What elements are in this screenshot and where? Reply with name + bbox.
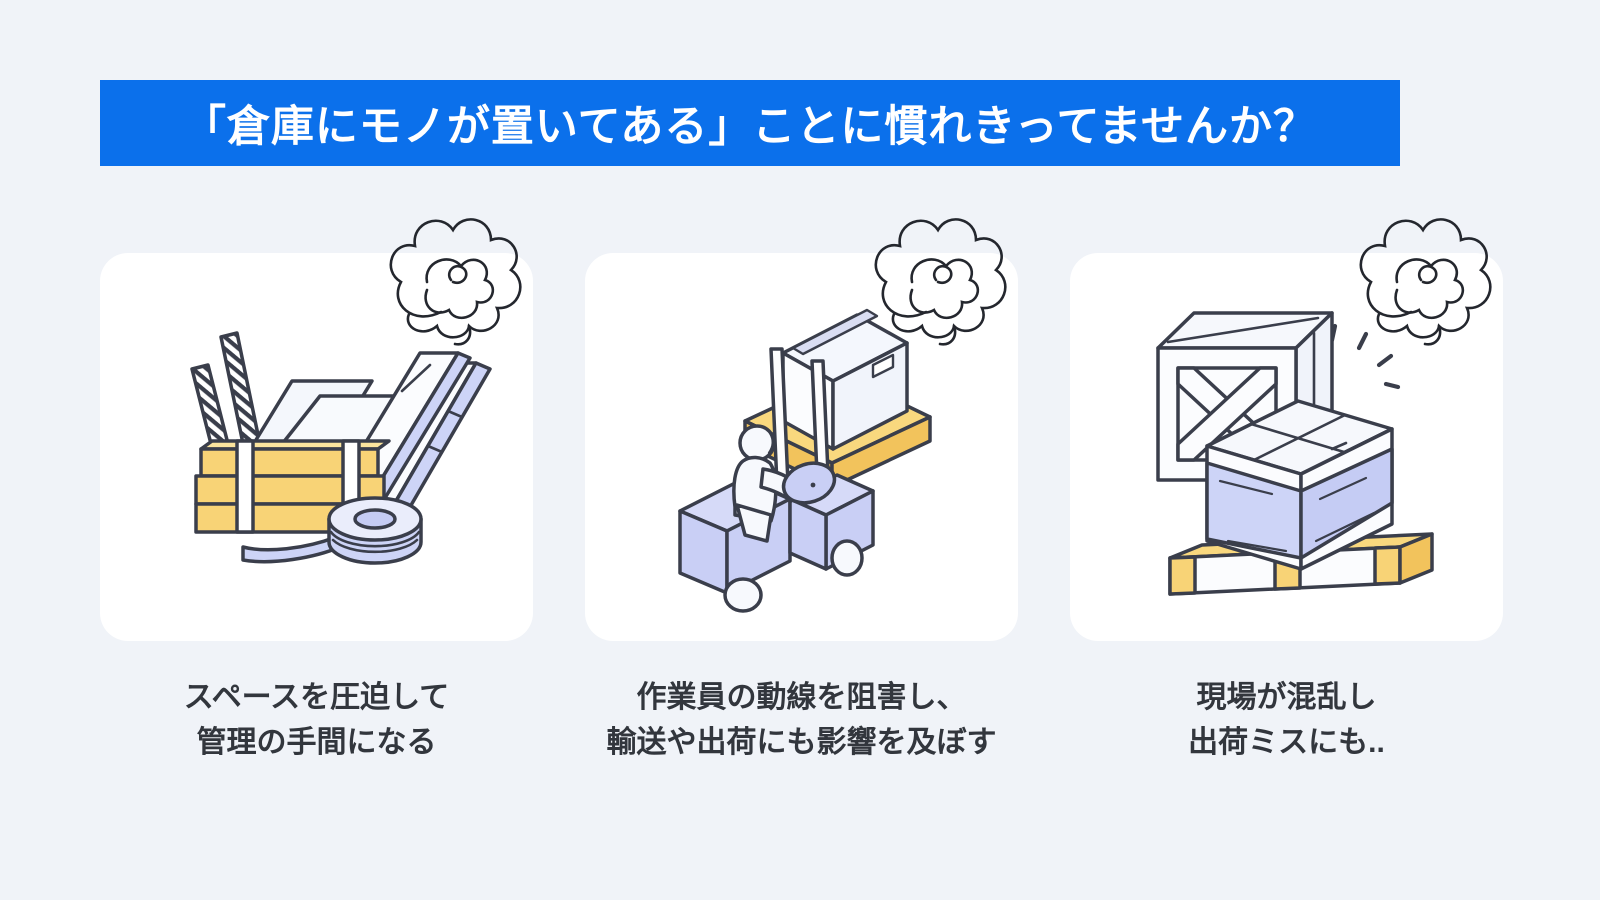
caption-line: 作業員の動線を阻害し、 [636,681,967,714]
wrapped-box-stack [1205,399,1394,571]
scribble-icon [389,218,522,346]
headline-banner: 「倉庫にモノが置いてある」ことに慣れきってませんか？ [100,80,1400,166]
crates-illustration [1156,311,1434,596]
headline-text: 「倉庫にモノが置いてある」ことに慣れきってませんか？ [182,103,1318,151]
scribble-icon [874,218,1007,346]
caption-line: 出荷ミスにも.. [1188,726,1385,759]
wheel [830,539,864,577]
box-label [871,353,895,379]
caption-line: 現場が混乱し [1196,681,1377,714]
problem-cards: スペースを圧迫して 管理の手間になる [100,218,1503,765]
illustration-card-forklift [585,218,1018,641]
illustration-card-lumber [100,218,533,641]
scribble-icon [1359,218,1492,346]
caption-line: スペースを圧迫して [183,681,450,714]
card-caption-space: スペースを圧迫して 管理の手間になる [184,675,450,765]
problem-item-space: スペースを圧迫して 管理の手間になる [100,218,533,765]
wheel [723,577,763,613]
bundle-strap [235,439,255,534]
tape-strip [241,535,342,564]
forklift-illustration [678,308,932,613]
tape-roll-hole [353,508,397,530]
card-caption-confusion: 現場が混乱し 出荷ミスにも.. [1188,675,1385,765]
steering-wheel [781,461,837,505]
driver-head [738,424,776,462]
lumber-stack-illustration [190,331,492,565]
caption-line: 管理の手間になる [196,726,437,759]
problem-item-confusion: 現場が混乱し 出荷ミスにも.. [1070,218,1503,765]
problem-item-flow: 作業員の動線を阻害し、 輸送や出荷にも影響を及ぼす [585,218,1018,765]
card-caption-flow: 作業員の動線を阻害し、 輸送や出荷にも影響を及ぼす [607,675,997,765]
caption-line: 輸送や出荷にも影響を及ぼす [606,726,997,759]
illustration-card-crates [1070,218,1503,641]
